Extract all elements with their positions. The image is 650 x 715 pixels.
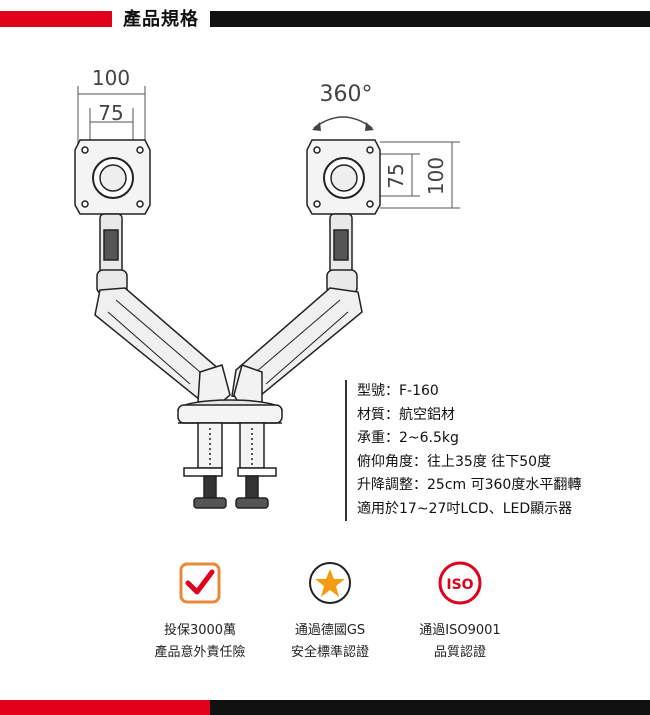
left-vesa-plate (74, 139, 151, 215)
badge-iso-line2: 品質認證 (433, 645, 486, 660)
svg-text:ISO: ISO (446, 577, 473, 593)
height-dimension (380, 141, 460, 209)
badge-insurance-line1: 投保3000萬 (163, 623, 237, 638)
width-dimension (77, 86, 146, 150)
badge-iso: ISO 通過ISO9001 品質認證 (400, 560, 520, 664)
rotation-label: 360° (320, 82, 373, 107)
width-inner-label: 75 (98, 101, 123, 125)
center-post (197, 364, 263, 403)
badge-gs-line2: 安全標準認證 (290, 645, 369, 660)
right-vesa-plate (306, 139, 381, 215)
width-outer-label: 100 (92, 66, 130, 90)
spec-material: 材質：航空鋁材 (357, 406, 455, 423)
checkmark-icon (179, 562, 221, 604)
left-tilt-joint (96, 213, 128, 295)
right-tilt-joint (326, 213, 358, 295)
header-red-bar (0, 11, 112, 27)
spec-model: 型號：F-160 (357, 383, 439, 399)
header-black-bar (210, 11, 650, 27)
section-header: 產品規格 (0, 0, 650, 40)
footer-red-bar (0, 700, 210, 715)
star-icon (309, 562, 351, 604)
section-footer (0, 695, 650, 715)
footer-black-bar (210, 700, 650, 715)
badge-insurance-line2: 產品意外責任險 (154, 645, 246, 660)
desk-base-plate (177, 399, 283, 424)
iso-icon: ISO (438, 561, 482, 605)
desk-clamp (183, 422, 277, 509)
badge-gs-line1: 通過德國GS (294, 623, 366, 638)
spec-compatibility: 適用於17~27吋LCD、LED顯示器 (357, 500, 573, 517)
monitor-arm-diagram: 100 75 360° 75 100 (74, 66, 460, 509)
height-outer-label: 100 (424, 157, 448, 195)
spec-height: 升降調整：25cm 可360度水平翻轉 (357, 477, 582, 493)
badge-insurance: 投保3000萬 產品意外責任險 (140, 560, 260, 664)
spec-load: 承重：2~6.5kg (357, 430, 459, 446)
spec-tilt: 俯仰角度：往上35度 往下50度 (357, 453, 552, 470)
section-title: 產品規格 (112, 5, 210, 35)
rotation-arrow (313, 116, 373, 129)
badge-iso-line1: 通過ISO9001 (419, 623, 501, 638)
badge-gs: 通過德國GS 安全標準認證 (270, 560, 390, 664)
spec-list: 型號：F-160 材質：航空鋁材 承重：2~6.5kg 俯仰角度：往上35度 往… (345, 380, 650, 521)
height-inner-label: 75 (384, 163, 408, 188)
